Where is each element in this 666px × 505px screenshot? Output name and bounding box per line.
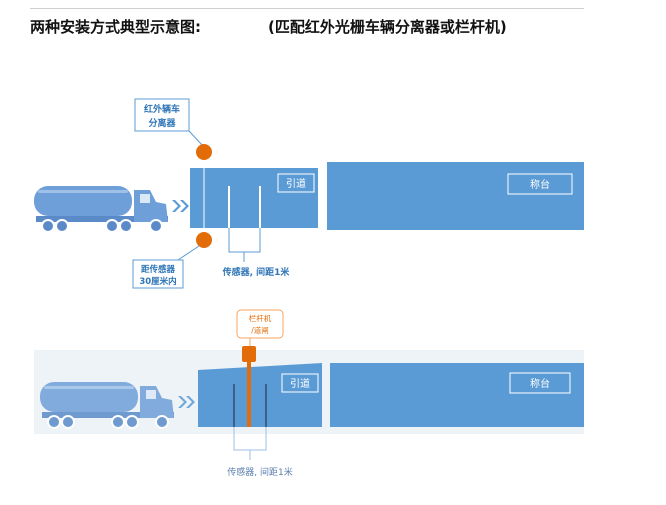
barrier-label-box	[236, 309, 284, 339]
sensor-label: 传感器, 间距1米	[227, 466, 292, 478]
infrared-emitter-bottom-icon	[196, 232, 212, 248]
separator-label-line1: 红外辆车	[144, 103, 180, 115]
lane-label-box	[277, 173, 315, 193]
top-divider	[30, 8, 584, 9]
scale-label-box	[509, 372, 571, 394]
scale-platform	[327, 162, 584, 230]
separator-label-box	[134, 98, 190, 132]
direction-chevrons-icon	[172, 200, 189, 212]
bottom-diagram: 引道 栏杆机 /道闸 传感器, 间距1米 称台	[34, 309, 584, 478]
lane-label: 引道	[286, 177, 306, 190]
page-subtitle: (匹配红外光栅车辆分离器或栏杆机)	[268, 18, 507, 36]
distance-label-box	[132, 259, 184, 289]
truck-icon	[33, 185, 169, 233]
separator-label-line2: 分离器	[148, 117, 176, 129]
scale-label-box	[507, 173, 573, 195]
scale-label: 称台	[530, 377, 550, 390]
lane-label: 引道	[290, 377, 310, 390]
top-diagram: 红外辆车 分离器 引道 传感器, 间距1米 距传感器 30厘米内 称台	[33, 98, 584, 289]
distance-leader-line	[177, 245, 200, 261]
scale-label: 称台	[530, 178, 550, 191]
barrier-gate-icon	[242, 346, 256, 362]
distance-label-line1: 距传感器	[141, 264, 176, 275]
barrier-label-line1: 栏杆机	[249, 313, 272, 323]
lane-label-box	[281, 373, 319, 393]
barrier-label-line2: /道闸	[251, 325, 269, 335]
sensor-bracket	[228, 228, 261, 253]
lane-area	[198, 363, 322, 427]
separator-leader-line	[188, 130, 204, 147]
page-title: 两种安装方式典型示意图:	[30, 18, 201, 36]
infrared-emitter-top-icon	[196, 144, 212, 160]
distance-label-line2: 30厘米内	[139, 276, 176, 287]
sensor-label: 传感器, 间距1米	[222, 266, 291, 278]
